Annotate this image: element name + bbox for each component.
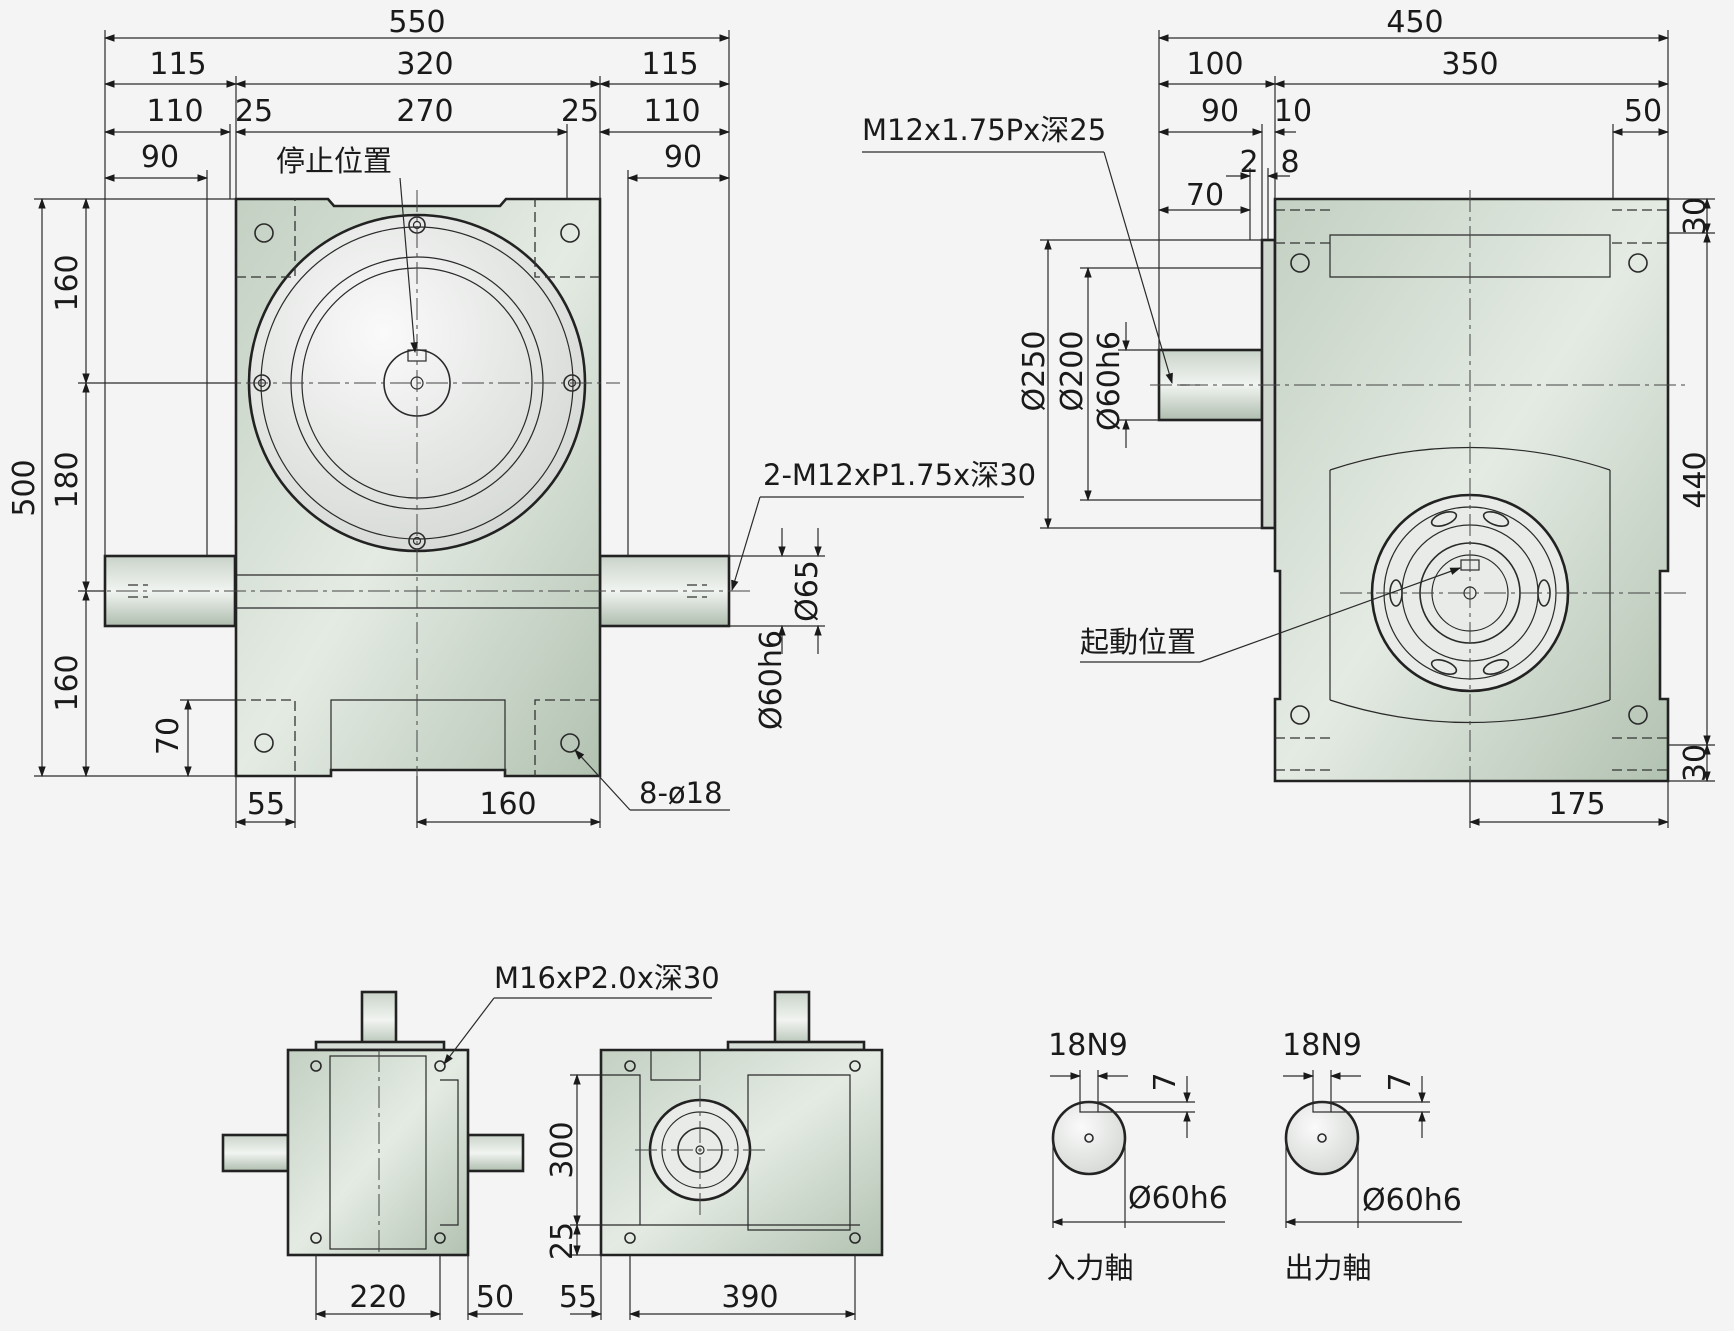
dim-550: 550	[388, 5, 445, 40]
dim-110-right: 110	[643, 94, 700, 129]
dim-rear-55: 55	[559, 1280, 597, 1315]
top-housing	[286, 1048, 470, 1257]
dim-350: 350	[1441, 47, 1498, 82]
dim-90-right: 90	[664, 140, 702, 175]
dim-70-side: 70	[1186, 178, 1224, 213]
dim-dia-60h6: Ø60h6	[1092, 331, 1127, 431]
dim-175: 175	[1548, 787, 1605, 822]
front-view	[80, 190, 755, 790]
dim-160-top: 160	[50, 254, 85, 311]
front-dimensions: 550 115 320 115 110 25 270 25 110 90 90 …	[7, 5, 1036, 828]
side-input-shaft	[1157, 348, 1264, 422]
dim-115-right: 115	[641, 47, 698, 82]
dim-90-left: 90	[141, 140, 179, 175]
top-view: M16xP2.0x深30 220 50	[221, 961, 720, 1320]
dim-30-bottom: 30	[1678, 744, 1713, 782]
output-keyway: 18N9	[1282, 1028, 1362, 1063]
dim-shaft-60h6: Ø60h6	[754, 630, 789, 730]
rear-view: 300 25 55 390	[545, 990, 884, 1320]
top-right-shaft	[466, 1133, 525, 1173]
stop-position-label: 停止位置	[276, 144, 392, 178]
dim-70: 70	[151, 717, 186, 755]
side-flange	[1260, 238, 1277, 530]
dim-30-top: 30	[1678, 197, 1713, 235]
dim-55: 55	[247, 787, 285, 822]
input-keyway: 18N9	[1048, 1028, 1128, 1063]
output-key-depth: 7	[1383, 1072, 1418, 1091]
side-tap-hole-label: M12x1.75Px深25	[862, 113, 1106, 147]
dim-440: 440	[1678, 451, 1713, 508]
tap-holes-label: 2-M12xP1.75x深30	[763, 458, 1036, 492]
input-shaft-label: 入力軸	[1046, 1251, 1133, 1285]
output-shaft-label: 出力軸	[1284, 1251, 1371, 1285]
mount-holes	[254, 223, 580, 753]
output-shaft-section	[1284, 1100, 1360, 1176]
dim-8: 8	[1280, 145, 1299, 180]
dim-25-right: 25	[561, 94, 599, 129]
top-tap-holes-label: M16xP2.0x深30	[494, 961, 720, 995]
dim-50: 50	[1624, 94, 1662, 129]
dim-320: 320	[396, 47, 453, 82]
output-dia: Ø60h6	[1362, 1183, 1462, 1218]
side-housing	[1273, 197, 1670, 783]
side-dimensions: 450 100 350 90 10 50 2 8 70 M12x1.75Px深2…	[862, 5, 1715, 828]
dim-dia-200: Ø200	[1055, 331, 1090, 412]
input-shaft-section	[1051, 1100, 1127, 1176]
dim-10: 10	[1274, 94, 1312, 129]
rear-output-shaft	[773, 990, 811, 1050]
dim-450: 450	[1386, 5, 1443, 40]
dim-180: 180	[50, 451, 85, 508]
side-view	[1150, 190, 1690, 790]
dim-300: 300	[545, 1121, 580, 1178]
dim-90: 90	[1201, 94, 1239, 129]
top-left-shaft	[221, 1133, 290, 1173]
mount-holes-label: 8-ø18	[639, 776, 723, 810]
input-key-depth: 7	[1148, 1072, 1183, 1091]
dim-270: 270	[396, 94, 453, 129]
dim-25-left: 25	[235, 94, 273, 129]
dim-110-left: 110	[146, 94, 203, 129]
top-output-shaft	[360, 990, 398, 1050]
dim-bottom-160: 160	[479, 787, 536, 822]
dim-dia-250: Ø250	[1017, 331, 1052, 412]
dim-shaft-65: Ø65	[790, 560, 825, 622]
start-position-label: 起動位置	[1080, 625, 1196, 659]
dim-390: 390	[721, 1280, 778, 1315]
dim-top-50: 50	[476, 1280, 514, 1315]
dim-115-left: 115	[149, 47, 206, 82]
output-shaft-detail: 18N9 7 Ø60h6 出力軸	[1282, 1028, 1462, 1285]
dim-500: 500	[7, 459, 42, 516]
dim-2: 2	[1239, 145, 1258, 180]
dim-220: 220	[349, 1280, 406, 1315]
dim-100: 100	[1186, 47, 1243, 82]
dim-160-bottom: 160	[50, 654, 85, 711]
input-dia: Ø60h6	[1128, 1181, 1228, 1216]
dim-25: 25	[545, 1222, 580, 1260]
input-shaft-detail: 18N9 7 Ø60h6 入力軸	[1046, 1028, 1227, 1285]
